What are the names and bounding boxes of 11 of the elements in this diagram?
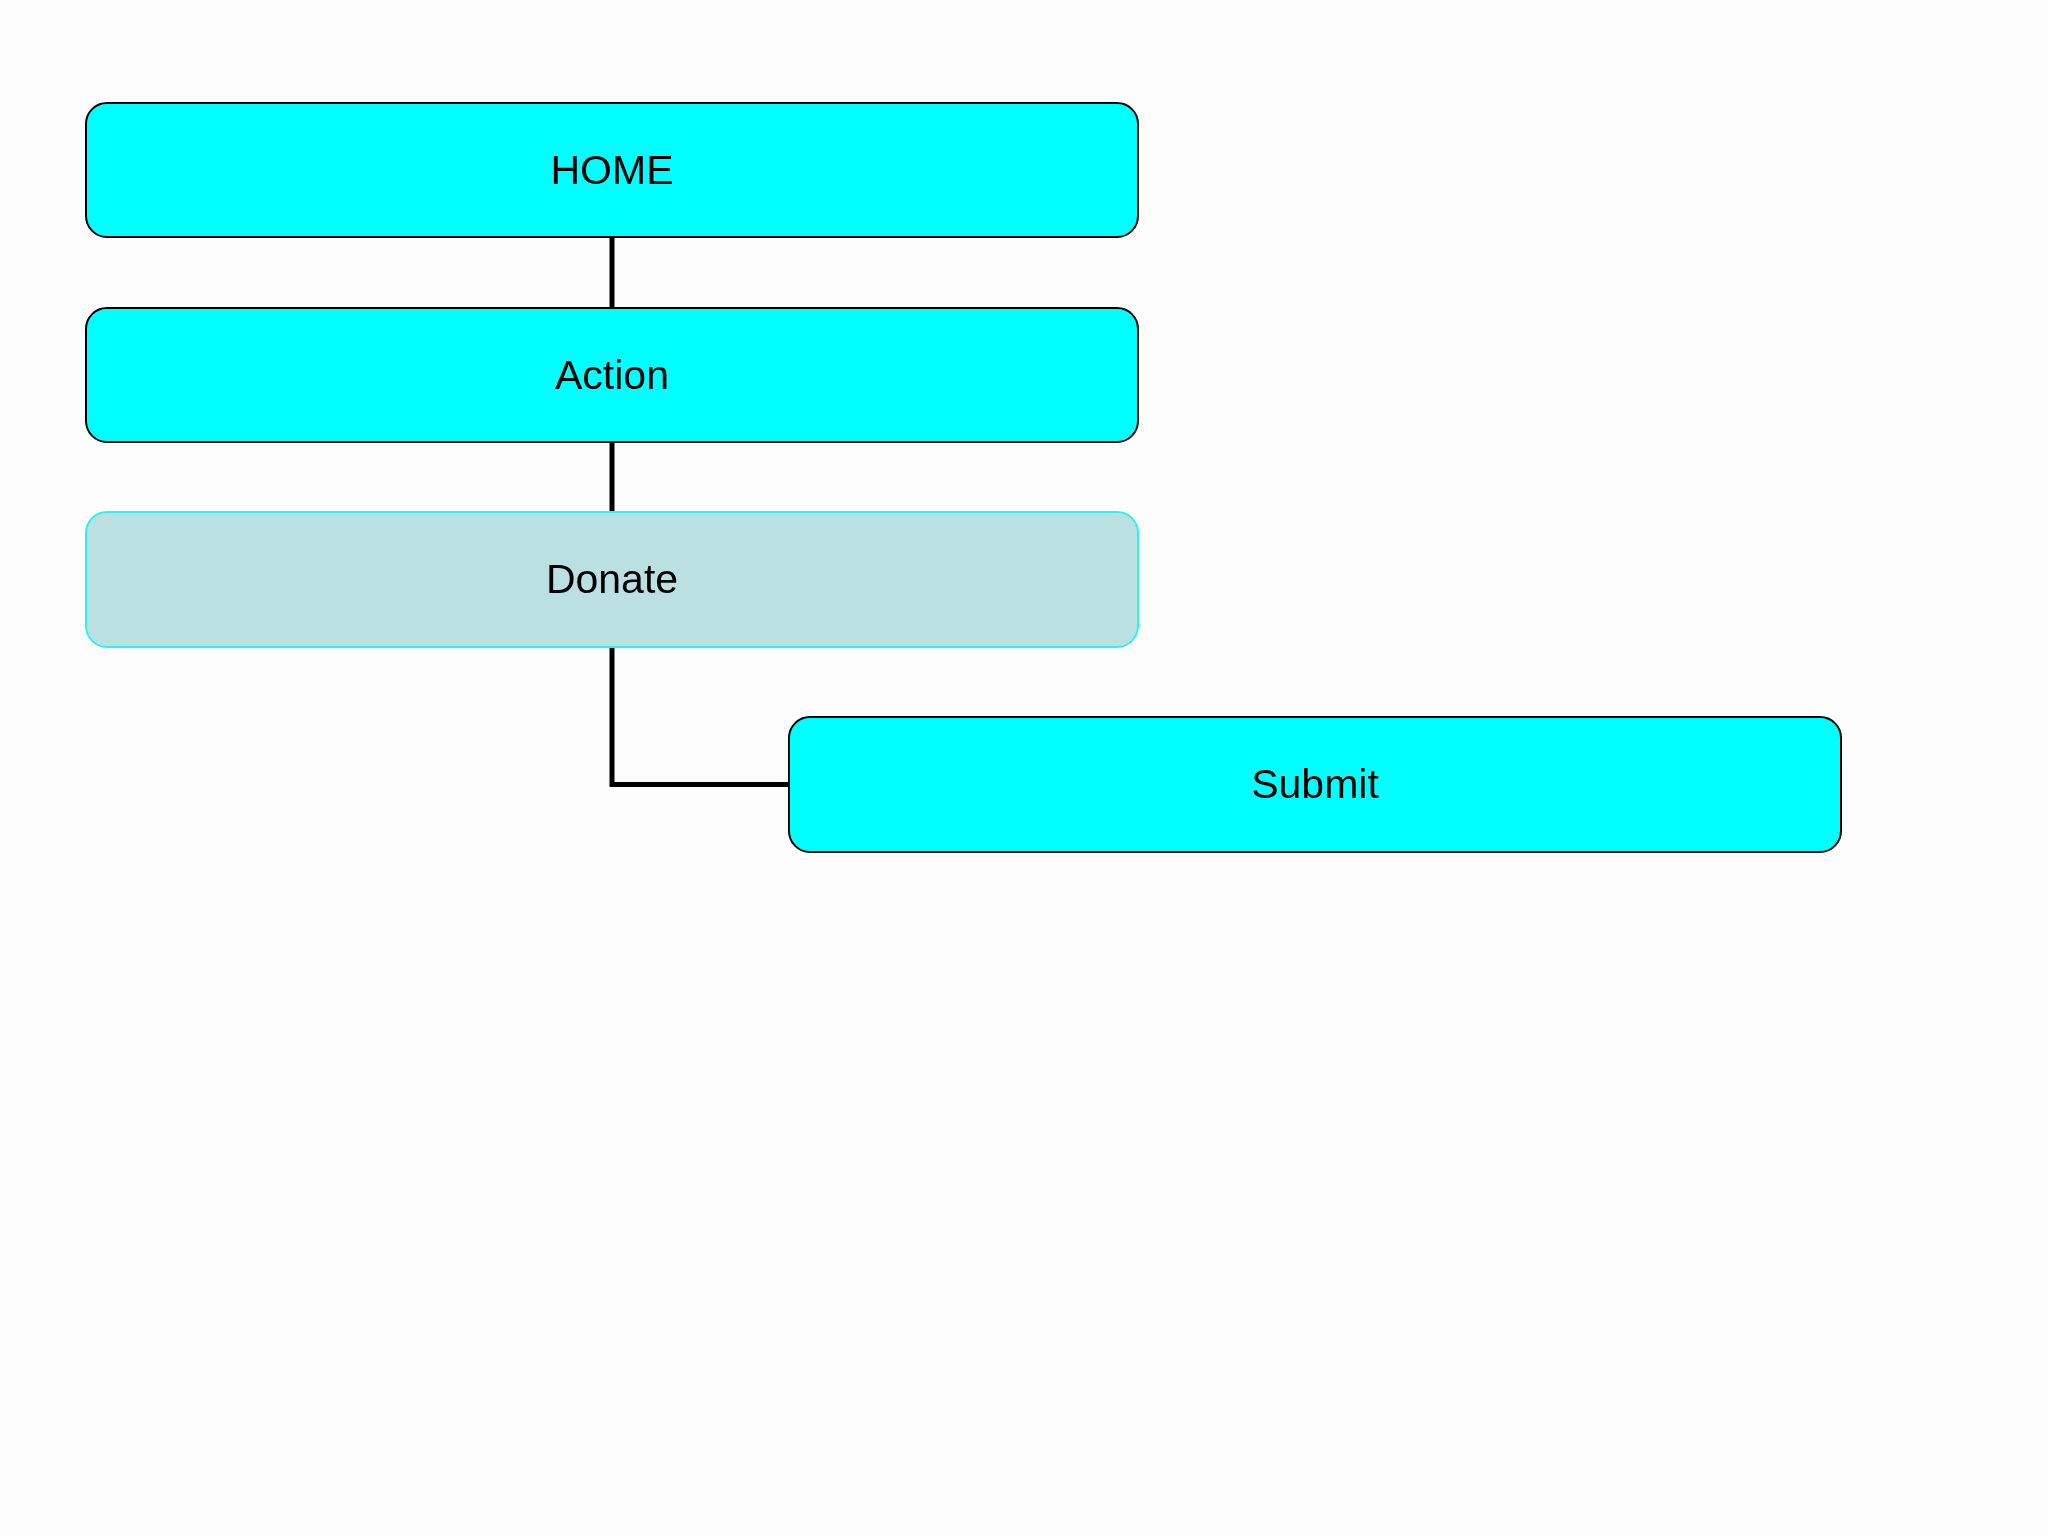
menu-box [85,511,1139,648]
menu-box [85,102,1139,238]
box-label: Submit [1251,761,1379,808]
box-label: Action [555,351,669,399]
box-label: HOME [550,146,674,194]
connector-line [609,443,615,511]
connector-line [609,238,615,307]
menu-box [85,307,1139,443]
menu-box [788,716,1842,853]
connector-line [609,648,788,787]
box-label: Donate [545,556,679,603]
